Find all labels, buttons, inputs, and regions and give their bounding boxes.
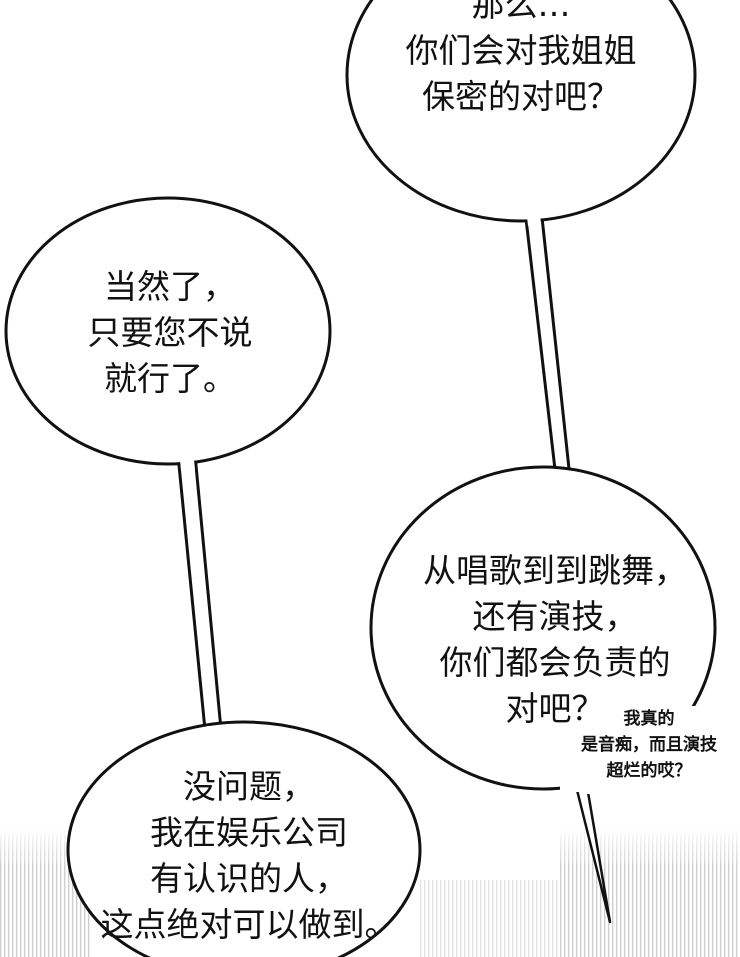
bubble-line: 对吧？: [505, 689, 605, 728]
right-lower-bubble-text: 从唱歌到到跳舞， 还有演技， 你们都会负责的 对吧？: [410, 548, 700, 732]
bubble-line: 这点绝对可以做到。: [100, 905, 398, 944]
left-upper-bubble: [4, 196, 332, 466]
left-upper-bubble-text: 当然了， 只要您不说 就行了。: [60, 264, 280, 402]
left-bubble-tail: [176, 453, 224, 742]
aside-line: 我真的: [623, 709, 675, 729]
bubble-line: 只要您不说: [87, 313, 253, 352]
bottom-left-bubble: [66, 720, 422, 957]
top-bubble-tail: [523, 206, 572, 480]
aside-line: 是音痴，而且演技: [581, 735, 717, 755]
bubble-line: 从唱歌到到跳舞，: [423, 551, 687, 590]
bubble-line: 你们会对我姐姐: [405, 31, 637, 70]
bubble-line: 我在娱乐公司: [150, 813, 348, 852]
bottom-left-bubble-text: 没问题， 我在娱乐公司 有认识的人， 这点绝对可以做到。: [94, 764, 404, 948]
bubble-line: 还有演技，: [472, 597, 638, 636]
top-right-bubble: [345, 0, 697, 223]
top-right-bubble-text: 那么… 你们会对我姐姐 保密的对吧？: [396, 0, 646, 120]
bubble-line: 保密的对吧？: [422, 77, 620, 116]
aside-backdrop: [560, 706, 740, 792]
bubble-line: 你们都会负责的: [439, 643, 671, 682]
aside-line: 超烂的哎？: [606, 761, 692, 781]
bubble-line: 有认识的人，: [150, 859, 348, 898]
bubble-line: 那么…: [471, 0, 571, 24]
bubble-line: 没问题，: [183, 767, 315, 806]
aside-thought-text: 我真的 是音痴，而且演技 超烂的哎？: [558, 706, 740, 784]
bubble-line: 当然了，: [104, 267, 236, 306]
bubble-line: 就行了。: [104, 359, 236, 398]
